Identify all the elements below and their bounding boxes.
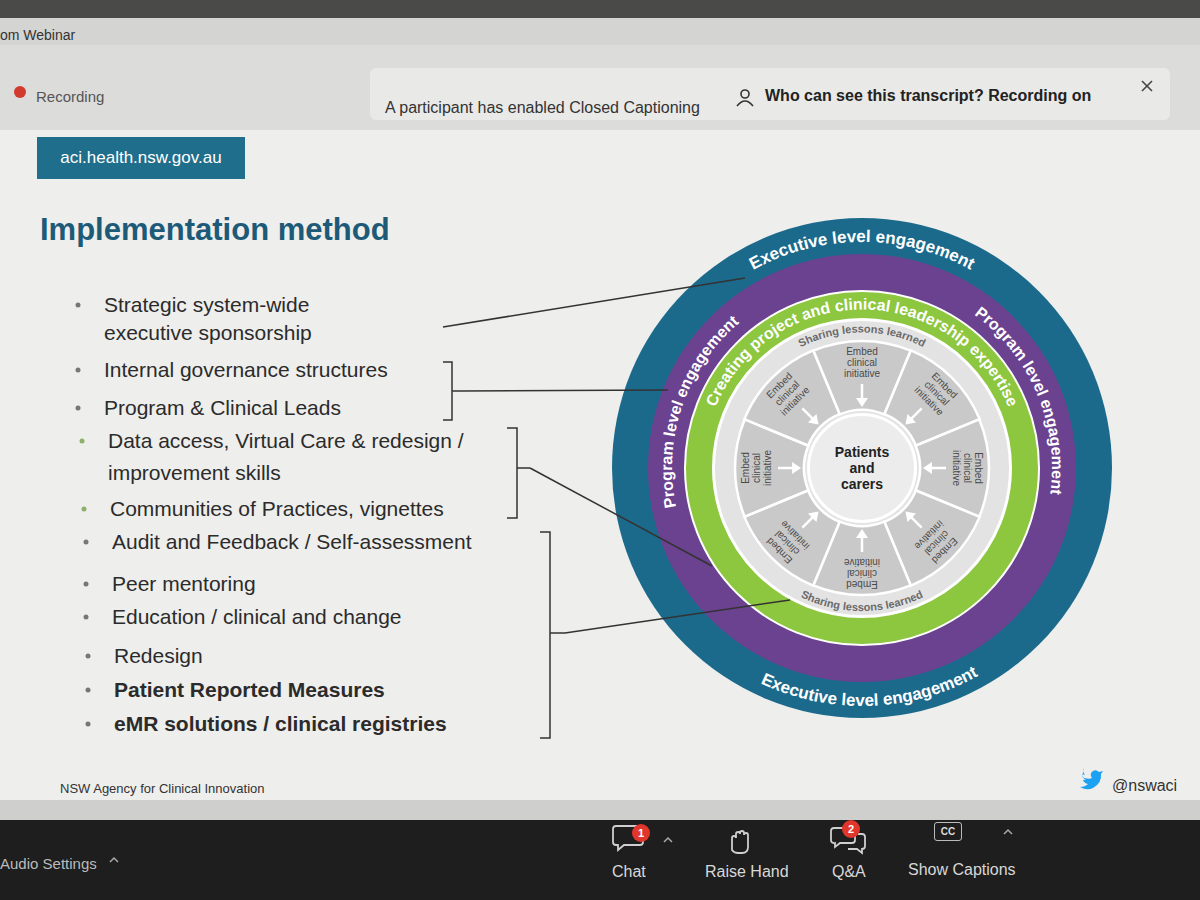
url-box: aci.health.nsw.gov.au (37, 137, 245, 179)
initiative-segment: Embed clinical initiative (832, 343, 892, 393)
chevron-icon (664, 838, 672, 842)
button-text: CC (941, 826, 955, 837)
caption-notice: A participant has enabled Closed Caption… (385, 94, 700, 122)
bullet-dot (80, 439, 85, 444)
patients-center: Patients and carers (807, 413, 917, 523)
bullet-item: Internal governance structures (104, 356, 388, 384)
bullet-dot (86, 688, 91, 693)
bullet-dot (84, 582, 89, 587)
footer-organisation: NSW Agency for Clinical Innovation (60, 775, 264, 803)
person-icon-head (741, 90, 749, 98)
slide-background (0, 130, 1200, 800)
recording-status: Recording (36, 83, 104, 111)
lessons-ring: Sharing lessons learnedSharing lessons l… (712, 318, 1012, 618)
inward-arrow-head (808, 414, 823, 429)
inward-arrow-head (901, 414, 916, 429)
segment-text: Embed clinical initiative (951, 438, 984, 498)
inward-arrow-head (901, 507, 916, 522)
center-text: Patients and carers (830, 444, 894, 492)
bullet-item: Peer mentoring (112, 570, 256, 598)
toolbar-label: Chat (612, 858, 646, 886)
executive-ring-fill (612, 218, 1112, 718)
zoom-toolbar (0, 820, 1200, 900)
person-icon-body (737, 101, 753, 106)
inward-arrow-head (856, 398, 868, 407)
lessons-ring-fill (714, 320, 1011, 617)
initiative-segment: Embed clinical initiative (937, 438, 987, 498)
close-icon (1142, 81, 1152, 91)
window-titlebar (0, 18, 1200, 45)
monitor-bezel (0, 0, 1200, 18)
bracket (540, 532, 565, 738)
inward-arrow-head (808, 507, 823, 522)
inward-arrow (861, 536, 864, 552)
screen-lower-edge (0, 800, 1200, 820)
initiative-segment: Embed clinical initiative (832, 543, 892, 593)
inward-arrow (930, 467, 946, 470)
bullet-item: Communities of Practices, vignettes (110, 495, 444, 523)
bullet-dot (86, 722, 91, 727)
leadership-ring-fill (685, 291, 1039, 645)
inward-arrow-head (923, 462, 932, 474)
recording-dot (14, 86, 26, 98)
inward-arrow-head (856, 529, 868, 538)
executive-ring: Executive level engagementExecutive leve… (612, 218, 1112, 718)
segment-text: Embed clinical initiative (832, 346, 892, 379)
chevron-icon (110, 858, 118, 862)
captions-button: CC (934, 822, 962, 841)
toolbar-label: Show Captions (908, 856, 1016, 884)
bullet-item: Strategic system-wide executive sponsors… (104, 291, 354, 347)
chat-badge: 1 (632, 824, 650, 842)
raise-hand-icon (732, 831, 748, 853)
twitter-handle: @nswaci (1112, 772, 1177, 800)
program-ring-fill (648, 254, 1076, 682)
toolbar-label: Audio Settings (0, 850, 97, 878)
inward-arrow (778, 467, 794, 470)
bullet-item: eMR solutions / clinical registries (114, 710, 447, 738)
toolbar-label: Raise Hand (705, 858, 789, 886)
bullet-item: Program & Clinical Leads (104, 394, 341, 422)
bullet-dot (82, 507, 87, 512)
bullet-dot (84, 615, 89, 620)
transcript-link: Who can see this transcript? Recording o… (765, 82, 1091, 110)
segment-text: Embed clinical initiative (740, 438, 773, 498)
bracket (507, 428, 530, 518)
leadership-ring: Creating project and clinical leadership… (684, 290, 1040, 646)
chevron-icon (1004, 830, 1012, 834)
window-title: om Webinar (0, 21, 75, 49)
segment-text: Embed clinical initiative (832, 557, 892, 590)
inward-arrow (861, 384, 864, 400)
close-icon (1142, 81, 1152, 91)
bullet-dot (76, 368, 81, 373)
bullet-item: Patient Reported Measures (114, 676, 385, 704)
zoom-header (0, 45, 1200, 130)
bullet-item: Audit and Feedback / Self-assessment (112, 528, 472, 556)
slide-title: Implementation method (40, 212, 390, 248)
program-ring: Program level engagementProgram level en… (648, 254, 1076, 682)
bullet-item: Redesign (114, 642, 203, 670)
bullet-dot (84, 540, 89, 545)
box-text: aci.health.nsw.gov.au (60, 148, 221, 168)
bullet-dot (86, 654, 91, 659)
bracket (443, 362, 462, 420)
qa-badge: 2 (842, 820, 860, 838)
inward-arrow-head (792, 462, 801, 474)
bullet-item: Data access, Virtual Care & redesign / i… (108, 425, 508, 489)
badge-number: 1 (638, 827, 644, 839)
inward-arrow (803, 409, 814, 420)
badge-number: 2 (848, 823, 854, 835)
toolbar-label: Q&A (832, 858, 866, 886)
initiative-segment: Embed clinical initiative (737, 438, 787, 498)
bullet-item: Education / clinical and change (112, 603, 402, 631)
twitter-bird (1080, 768, 1103, 789)
bullet-dot (76, 303, 81, 308)
bullet-dot (76, 406, 81, 411)
